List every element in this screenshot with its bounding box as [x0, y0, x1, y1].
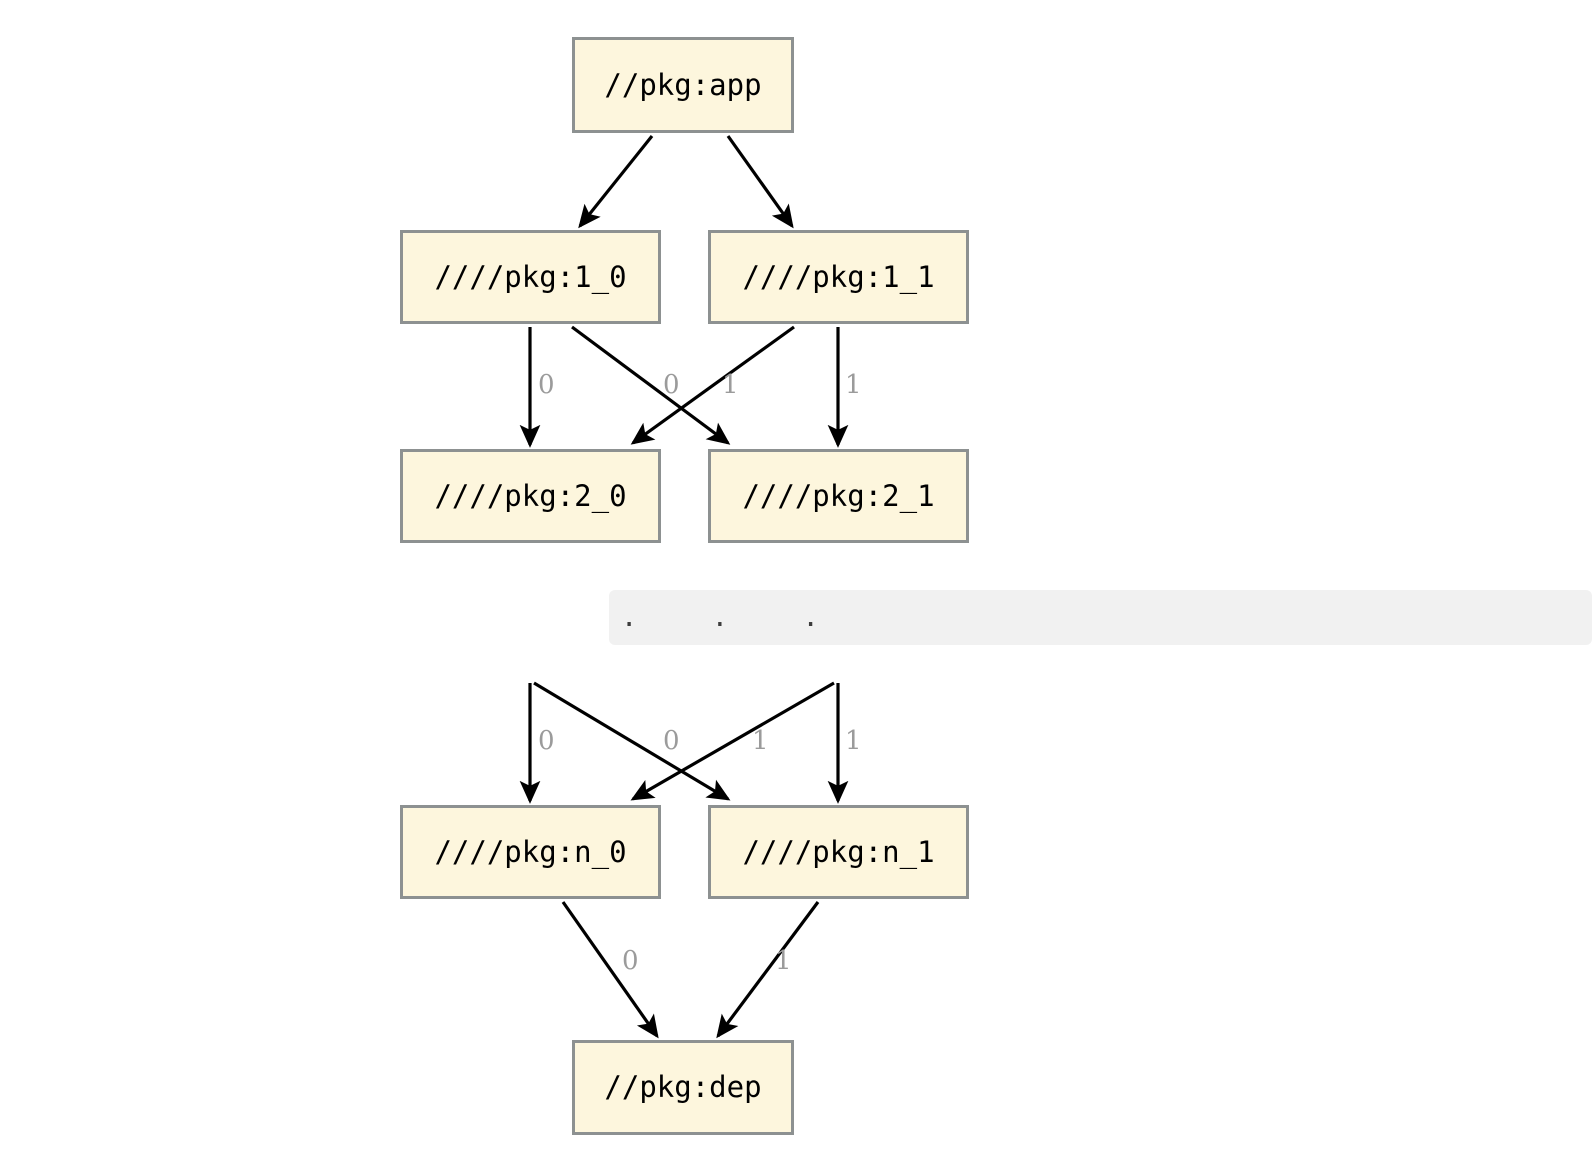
- edge-arrow: [561, 901, 659, 1039]
- node-label: ////pkg:2_0: [434, 478, 627, 513]
- node-label: //pkg:app: [604, 67, 762, 102]
- edge-label: 0: [538, 370, 555, 400]
- edge-arrow: [571, 325, 731, 445]
- node-label: ////pkg:n_0: [434, 834, 627, 869]
- edge-arrow: [726, 135, 794, 229]
- edge-label: 0: [663, 370, 680, 400]
- edge-label: 0: [663, 726, 680, 756]
- node-dep[interactable]: //pkg:dep: [572, 1040, 794, 1135]
- ellipsis-separator: . . .: [609, 590, 1592, 645]
- node-label: ////pkg:1_1: [742, 259, 935, 294]
- node-label: //pkg:dep: [604, 1070, 762, 1104]
- node-ln_0[interactable]: ////pkg:n_0: [400, 805, 661, 899]
- node-l1_1[interactable]: ////pkg:1_1: [708, 230, 969, 324]
- ellipsis-dots: . . .: [621, 602, 833, 633]
- edge-arrow: [716, 901, 820, 1039]
- edge-label: 1: [775, 946, 792, 976]
- edge-label: 1: [752, 726, 769, 756]
- node-l2_1[interactable]: ////pkg:2_1: [708, 449, 969, 543]
- edge-arrow: [630, 325, 795, 445]
- node-label: ////pkg:2_1: [742, 478, 935, 513]
- edge-arrow: [578, 135, 654, 229]
- edge-label: 0: [622, 946, 639, 976]
- node-l1_0[interactable]: ////pkg:1_0: [400, 230, 661, 324]
- node-label: ////pkg:1_0: [434, 259, 627, 294]
- node-ln_1[interactable]: ////pkg:n_1: [708, 805, 969, 899]
- node-label: ////pkg:n_1: [742, 834, 935, 869]
- edge-group: [519, 135, 849, 1039]
- edge-arrow: [630, 681, 835, 801]
- node-app[interactable]: //pkg:app: [572, 37, 794, 133]
- edge-label: 1: [845, 370, 862, 400]
- node-l2_0[interactable]: ////pkg:2_0: [400, 449, 661, 543]
- edge-arrow: [533, 681, 731, 801]
- edge-label: 0: [538, 726, 555, 756]
- edge-label: 1: [722, 370, 739, 400]
- edge-label: 1: [845, 726, 862, 756]
